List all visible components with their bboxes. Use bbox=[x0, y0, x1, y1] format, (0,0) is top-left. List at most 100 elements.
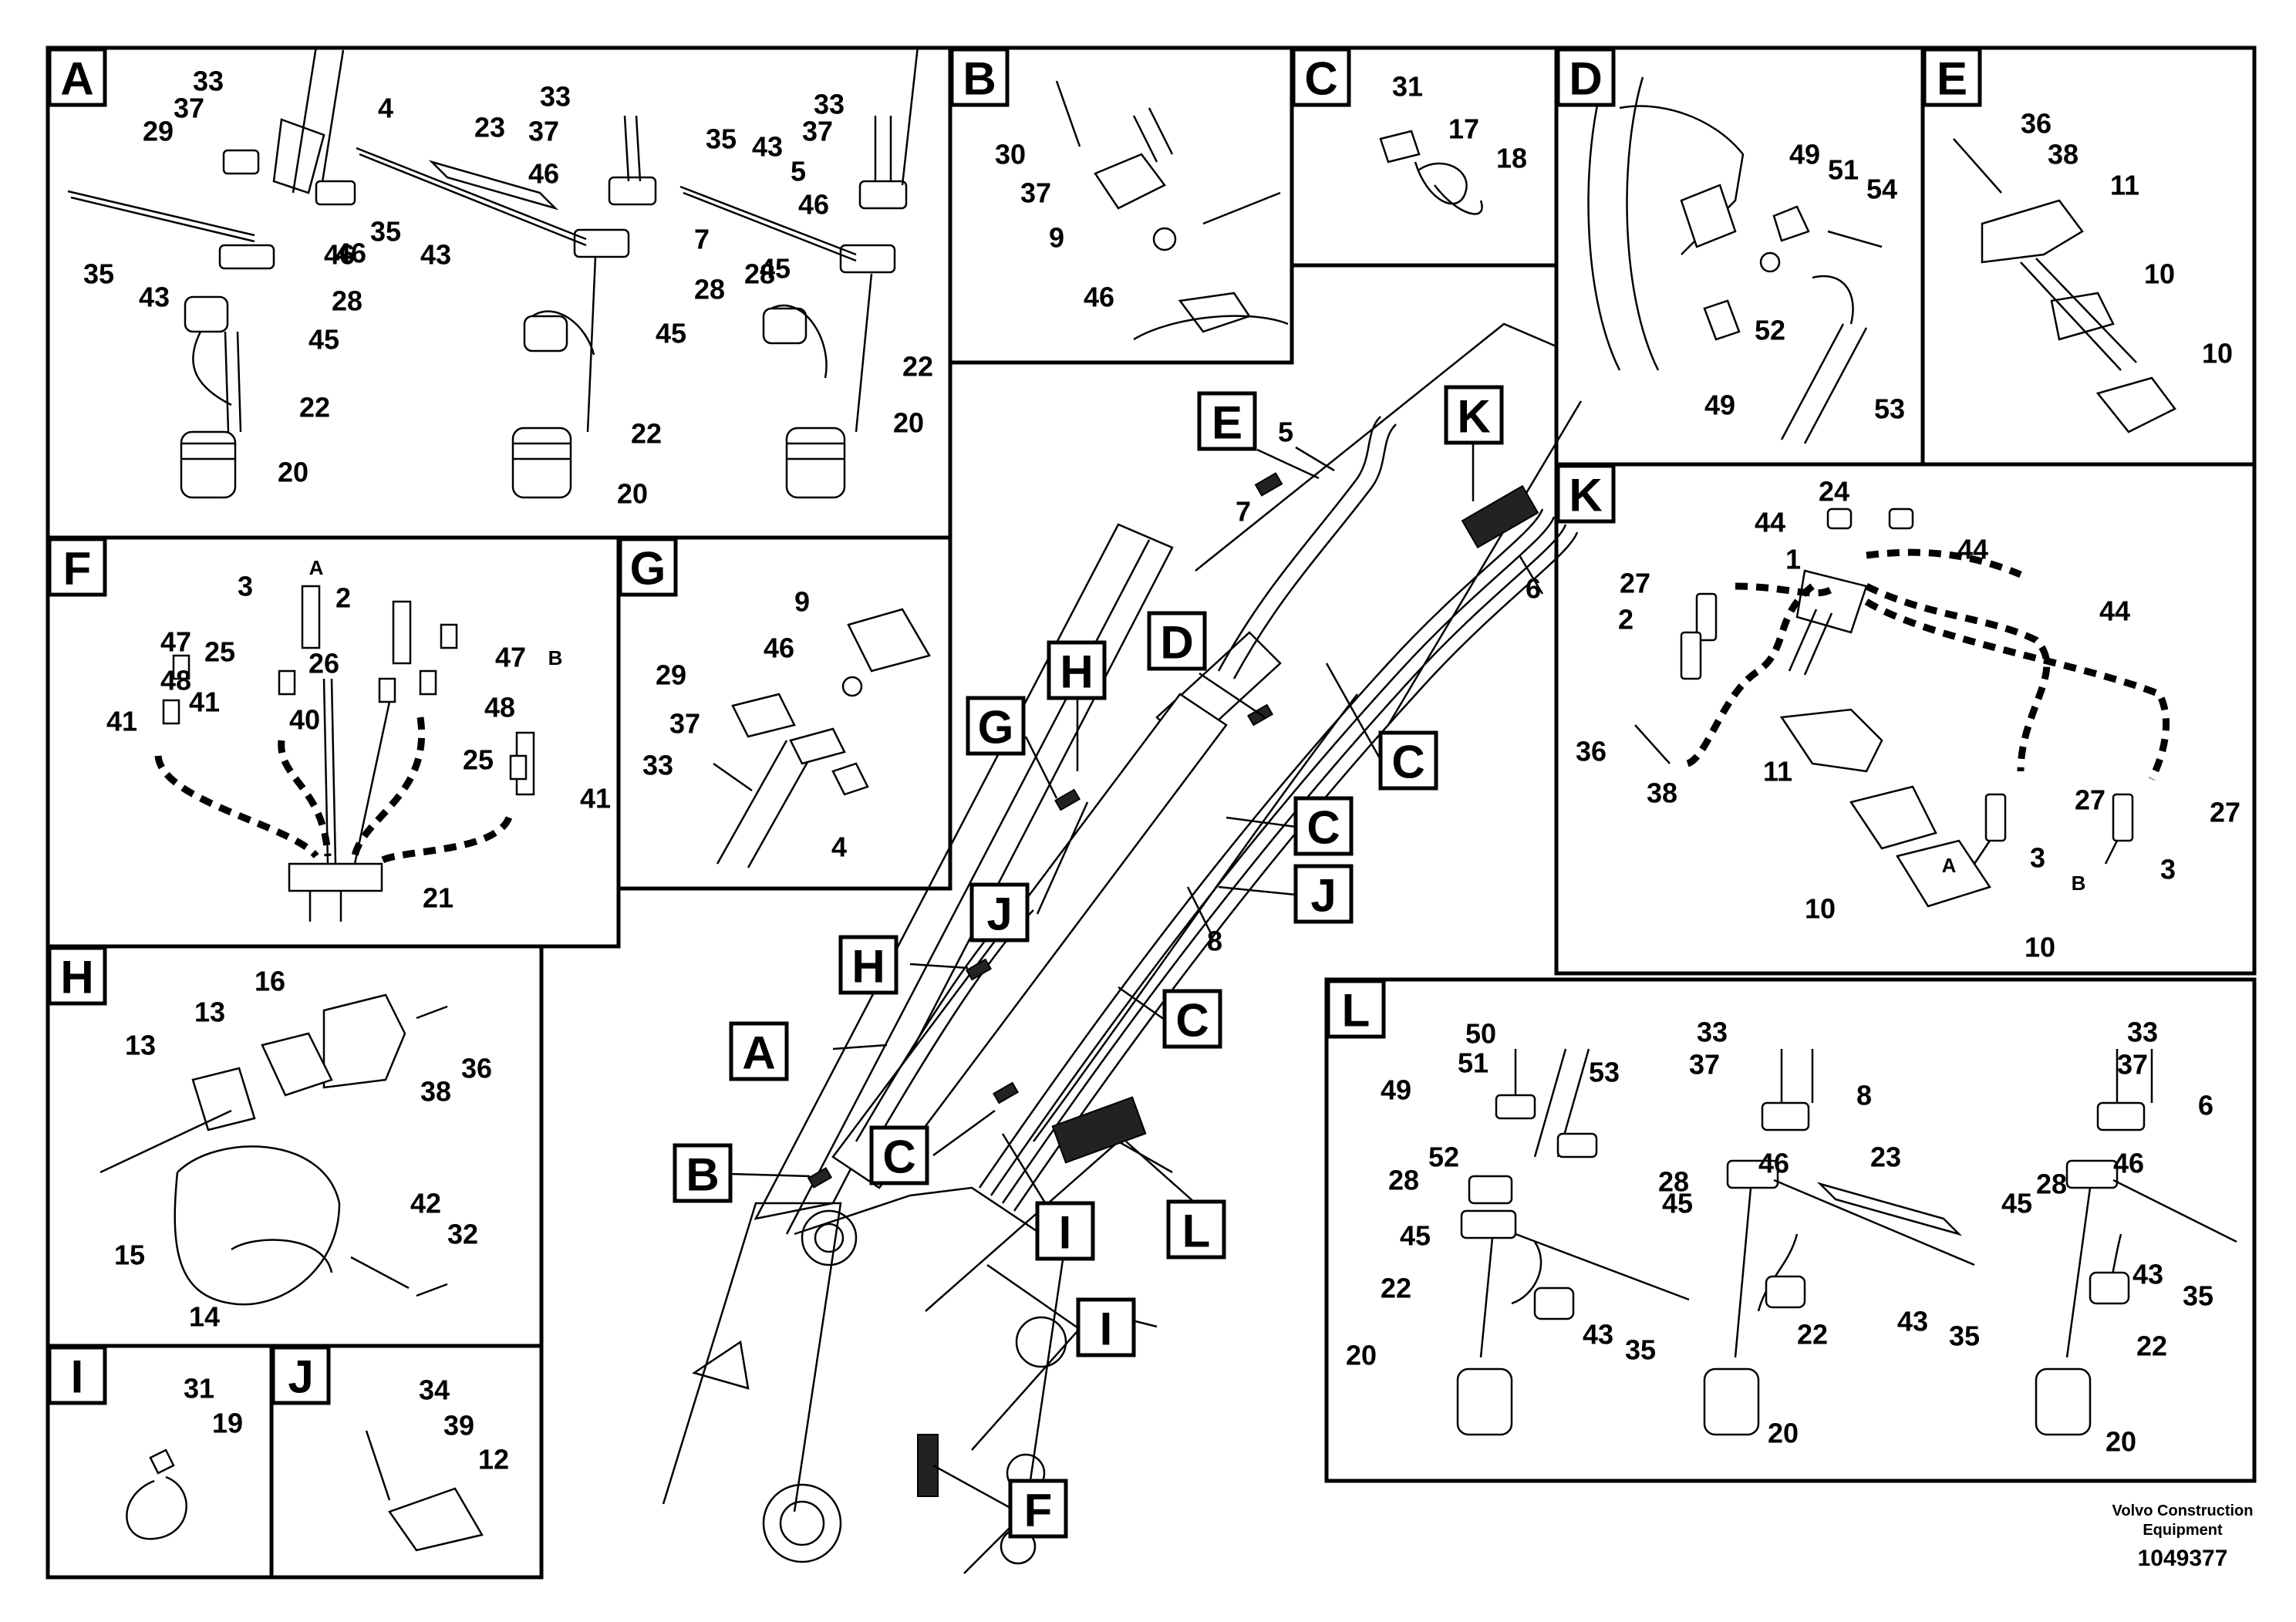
part-number-l-4: 33 bbox=[1697, 1017, 1728, 1048]
part-number-h-4: 36 bbox=[461, 1053, 492, 1084]
main-callout-h-3-letter: H bbox=[1060, 646, 1093, 698]
part-number-a-4: 33 bbox=[540, 81, 571, 113]
panel-tag-e: E bbox=[1922, 47, 1982, 107]
panel-tag-j: J bbox=[271, 1345, 331, 1405]
part-number-d-3: 52 bbox=[1755, 315, 1785, 346]
part-number-h-2: 13 bbox=[125, 1030, 156, 1061]
part-number-a-5: 37 bbox=[528, 116, 559, 147]
part-number-h-7: 15 bbox=[114, 1239, 145, 1271]
part-number-l-11: 28 bbox=[1388, 1165, 1419, 1196]
panel-tag-b-letter: B bbox=[963, 53, 996, 105]
part-number-f-3: 47 bbox=[495, 642, 526, 673]
part-number-e-3: 10 bbox=[2144, 258, 2175, 290]
panel-tag-d-letter: D bbox=[1569, 53, 1602, 105]
panel-tag-l-letter: L bbox=[1342, 985, 1371, 1037]
part-number-k-5: 44 bbox=[2099, 595, 2130, 627]
panel-g-art bbox=[713, 608, 931, 868]
main-callout-i-15-letter: I bbox=[1100, 1303, 1113, 1355]
part-number-l-31: 20 bbox=[2106, 1426, 2136, 1458]
main-callout-i-14: I bbox=[1035, 1201, 1095, 1261]
part-number-e-0: 36 bbox=[2021, 108, 2052, 140]
part-number-f-5: 26 bbox=[308, 648, 339, 679]
main-callout-f-17-letter: F bbox=[1024, 1485, 1053, 1536]
panel-f-art bbox=[154, 585, 535, 922]
part-number-a-15: 43 bbox=[752, 131, 783, 163]
main-callout-c-6-letter: C bbox=[1306, 802, 1340, 854]
part-number-a-14: 35 bbox=[706, 123, 737, 155]
panel-tag-h-letter: H bbox=[60, 952, 93, 1003]
part-number-l-5: 37 bbox=[1689, 1049, 1720, 1081]
panel-l bbox=[1324, 977, 2257, 1483]
part-number-a-19: 46 bbox=[335, 238, 366, 269]
part-number-e-1: 38 bbox=[2048, 139, 2079, 170]
part-number-c-0: 31 bbox=[1392, 71, 1423, 103]
part-number-k-10: 27 bbox=[2075, 784, 2106, 816]
main-callout-a-11-letter: A bbox=[742, 1027, 775, 1079]
part-number-a-23: 28 bbox=[694, 274, 725, 305]
part-number-h-5: 42 bbox=[410, 1188, 441, 1219]
part-number-b-3: 46 bbox=[1084, 282, 1114, 313]
part-number-a-20: 28 bbox=[744, 258, 775, 290]
main-callout-j-8: J bbox=[969, 882, 1030, 943]
part-number-f-2: 47 bbox=[160, 626, 191, 658]
part-number-l-6: 8 bbox=[1856, 1080, 1872, 1111]
part-number-e-4: 10 bbox=[2202, 338, 2233, 369]
panel-tag-f-letter: F bbox=[63, 543, 92, 595]
part-number-f-0: 3 bbox=[238, 571, 253, 602]
panel-tag-a-letter: A bbox=[60, 53, 93, 105]
panel-h bbox=[46, 944, 544, 1348]
part-number-l-17: 45 bbox=[1400, 1220, 1431, 1252]
main-callout-h-9-letter: H bbox=[851, 941, 885, 993]
part-number-b-1: 37 bbox=[1020, 177, 1051, 209]
part-number-a-0: 33 bbox=[193, 66, 224, 97]
main-callout-k-1-letter: K bbox=[1457, 391, 1490, 443]
main-callout-c-13: C bbox=[869, 1125, 929, 1185]
part-number-k-14: 10 bbox=[1805, 893, 1836, 925]
panel-borders bbox=[46, 46, 2257, 1580]
part-number-i-0: 31 bbox=[184, 1373, 214, 1404]
part-number-k-15: 10 bbox=[2025, 932, 2055, 963]
drawing-number: 1049377 bbox=[2138, 1546, 2228, 1571]
part-number-f-6: 48 bbox=[160, 665, 191, 696]
main-part-number-3: 8 bbox=[1207, 926, 1222, 957]
panel-g bbox=[616, 535, 952, 891]
part-number-k-12: 27 bbox=[2210, 797, 2240, 828]
main-part-number-1: 7 bbox=[1236, 496, 1251, 528]
part-number-a-3: 29 bbox=[143, 116, 174, 147]
part-number-f-12: 41 bbox=[580, 783, 611, 814]
part-number-l-30: 20 bbox=[1768, 1418, 1799, 1449]
panel-e bbox=[1920, 46, 2257, 467]
company-line2: Equipment bbox=[2143, 1522, 2223, 1539]
part-number-h-8: 14 bbox=[189, 1301, 220, 1333]
part-number-l-15: 46 bbox=[2113, 1148, 2144, 1179]
panel-tag-k: K bbox=[1556, 464, 1616, 524]
part-number-a-32: 20 bbox=[617, 478, 648, 510]
part-number-l-24: 43 bbox=[1897, 1306, 1928, 1337]
part-number-f-1: 2 bbox=[335, 582, 351, 614]
main-callout-f-17: F bbox=[1008, 1479, 1068, 1539]
main-callout-e-0-letter: E bbox=[1212, 397, 1242, 449]
part-number-h-3: 38 bbox=[420, 1076, 451, 1108]
part-number-a-16: 46 bbox=[798, 189, 829, 221]
main-callout-a-11: A bbox=[729, 1021, 789, 1081]
part-number-j-1: 39 bbox=[443, 1410, 474, 1442]
main-callout-g-4-letter: G bbox=[978, 702, 1014, 754]
main-callout-k-1: K bbox=[1444, 385, 1504, 445]
panel-e-art bbox=[1953, 138, 2176, 433]
part-number-f-10: 41 bbox=[189, 686, 220, 718]
main-callout-c-10-letter: C bbox=[1175, 995, 1209, 1047]
part-number-l-16: 28 bbox=[2036, 1168, 2067, 1200]
company-line1: Volvo Construction bbox=[2112, 1502, 2254, 1519]
part-number-g-3: 37 bbox=[669, 708, 700, 740]
panel-tag-b: B bbox=[949, 47, 1010, 107]
part-number-a-6: 23 bbox=[474, 112, 505, 143]
main-callout-l-16-letter: L bbox=[1182, 1206, 1211, 1257]
part-number-a-29: 22 bbox=[631, 418, 662, 450]
panel-tag-k-letter: K bbox=[1569, 470, 1602, 521]
panel-tag-g-letter: G bbox=[630, 543, 666, 595]
main-part-number-0: 5 bbox=[1278, 416, 1293, 448]
part-number-a-31: 20 bbox=[278, 457, 308, 488]
